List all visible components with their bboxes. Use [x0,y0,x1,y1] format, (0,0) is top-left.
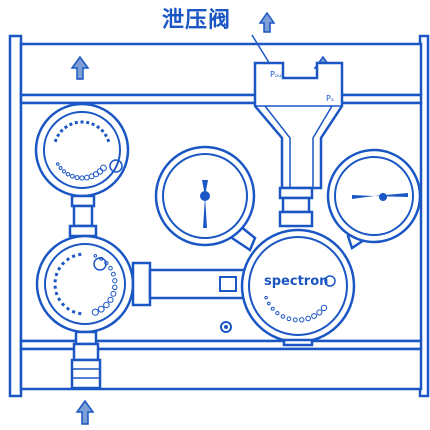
pressure-gauge-icon [326,148,422,244]
scale-tick [106,138,111,143]
up-arrow-icon [258,11,276,33]
scale-tick [74,120,79,125]
scale-dot [280,314,286,319]
relief-valve-label: 泄压阀 [162,8,232,33]
scale-dot [264,295,268,300]
scale-tick [80,120,84,124]
scale-dot [96,168,104,175]
scale-tick [57,297,62,302]
gauge-indicator [109,159,123,173]
scale-dot [266,301,271,306]
scale-tick [54,291,59,296]
scale-dot [100,164,107,172]
scale-dot [65,171,71,177]
scale-dot [93,254,98,258]
scale-dot [99,256,104,261]
gauge-dot-scale [56,162,107,181]
scale-tick [60,302,66,307]
scale-tick [59,128,64,133]
scale-tick [71,254,76,259]
horizontal-pipe [131,261,248,307]
scale-tick [57,266,62,271]
scale-dot [91,308,99,316]
pipe-nut [131,261,152,307]
up-arrow-icon [75,399,95,425]
scale-dot [110,271,116,277]
left-connector [68,194,98,238]
scale-dot [104,260,109,266]
scale-tick [85,120,90,125]
left-upper-gauge [34,102,130,198]
panel-screw [220,321,232,333]
scale-dot [110,290,117,297]
port-out-label: Pₒᵤₜ [270,70,284,79]
scale-dot [270,306,275,311]
regulator-knob-icon: spectron [240,228,356,347]
scale-dot [107,296,114,303]
scale-tick [65,306,71,311]
scale-tick [53,138,58,143]
gauge-needle [203,196,207,228]
left-mounting-bracket [8,34,23,398]
scale-dot [56,162,60,166]
scale-tick [71,309,76,314]
scale-dot [58,166,63,170]
relief-valve-piping: Pₒᵤₜ Pₛ [253,61,344,228]
pipe-port [219,276,237,292]
scale-dot [74,175,80,181]
scale-dot [108,265,113,271]
scale-dot [112,284,118,291]
scale-dot [316,309,323,316]
scale-dot [311,313,318,319]
scale-dot [292,317,298,323]
knob-dot-scale [264,295,328,323]
gauge-dot-scale [91,254,118,316]
scale-tick [56,133,61,138]
scale-dot [70,173,75,179]
scale-tick [63,125,68,130]
scale-tick [103,133,108,138]
fitting-icon [70,330,102,390]
brand-label: spectron [264,274,328,289]
scale-tick [53,279,57,283]
scale-dot [299,317,305,323]
scale-tick [96,125,101,130]
scale-tick [65,257,71,262]
scale-tick [78,311,82,316]
scale-tick [78,252,82,257]
scale-dot [320,304,328,312]
scale-tick [60,261,66,266]
gauge-scale-text [53,252,82,316]
scale-dot [103,301,110,309]
scale-tick [100,128,105,133]
pressure-gauge-icon [154,145,256,247]
gauge-scale-text [53,120,111,143]
port-s-label: Pₛ [326,94,334,103]
top-panel-bar [19,42,423,97]
scale-dot [286,316,292,322]
scale-tick [53,285,57,289]
left-lower-gauge [35,234,135,334]
scale-tick [91,122,96,127]
scale-dot [305,315,311,322]
scale-dot [275,310,280,316]
scale-dot [97,305,105,313]
scale-tick [68,122,73,127]
up-arrow-icon [70,55,90,80]
scale-tick [54,272,59,277]
scale-dot [112,278,118,284]
scale-dot [61,169,67,174]
